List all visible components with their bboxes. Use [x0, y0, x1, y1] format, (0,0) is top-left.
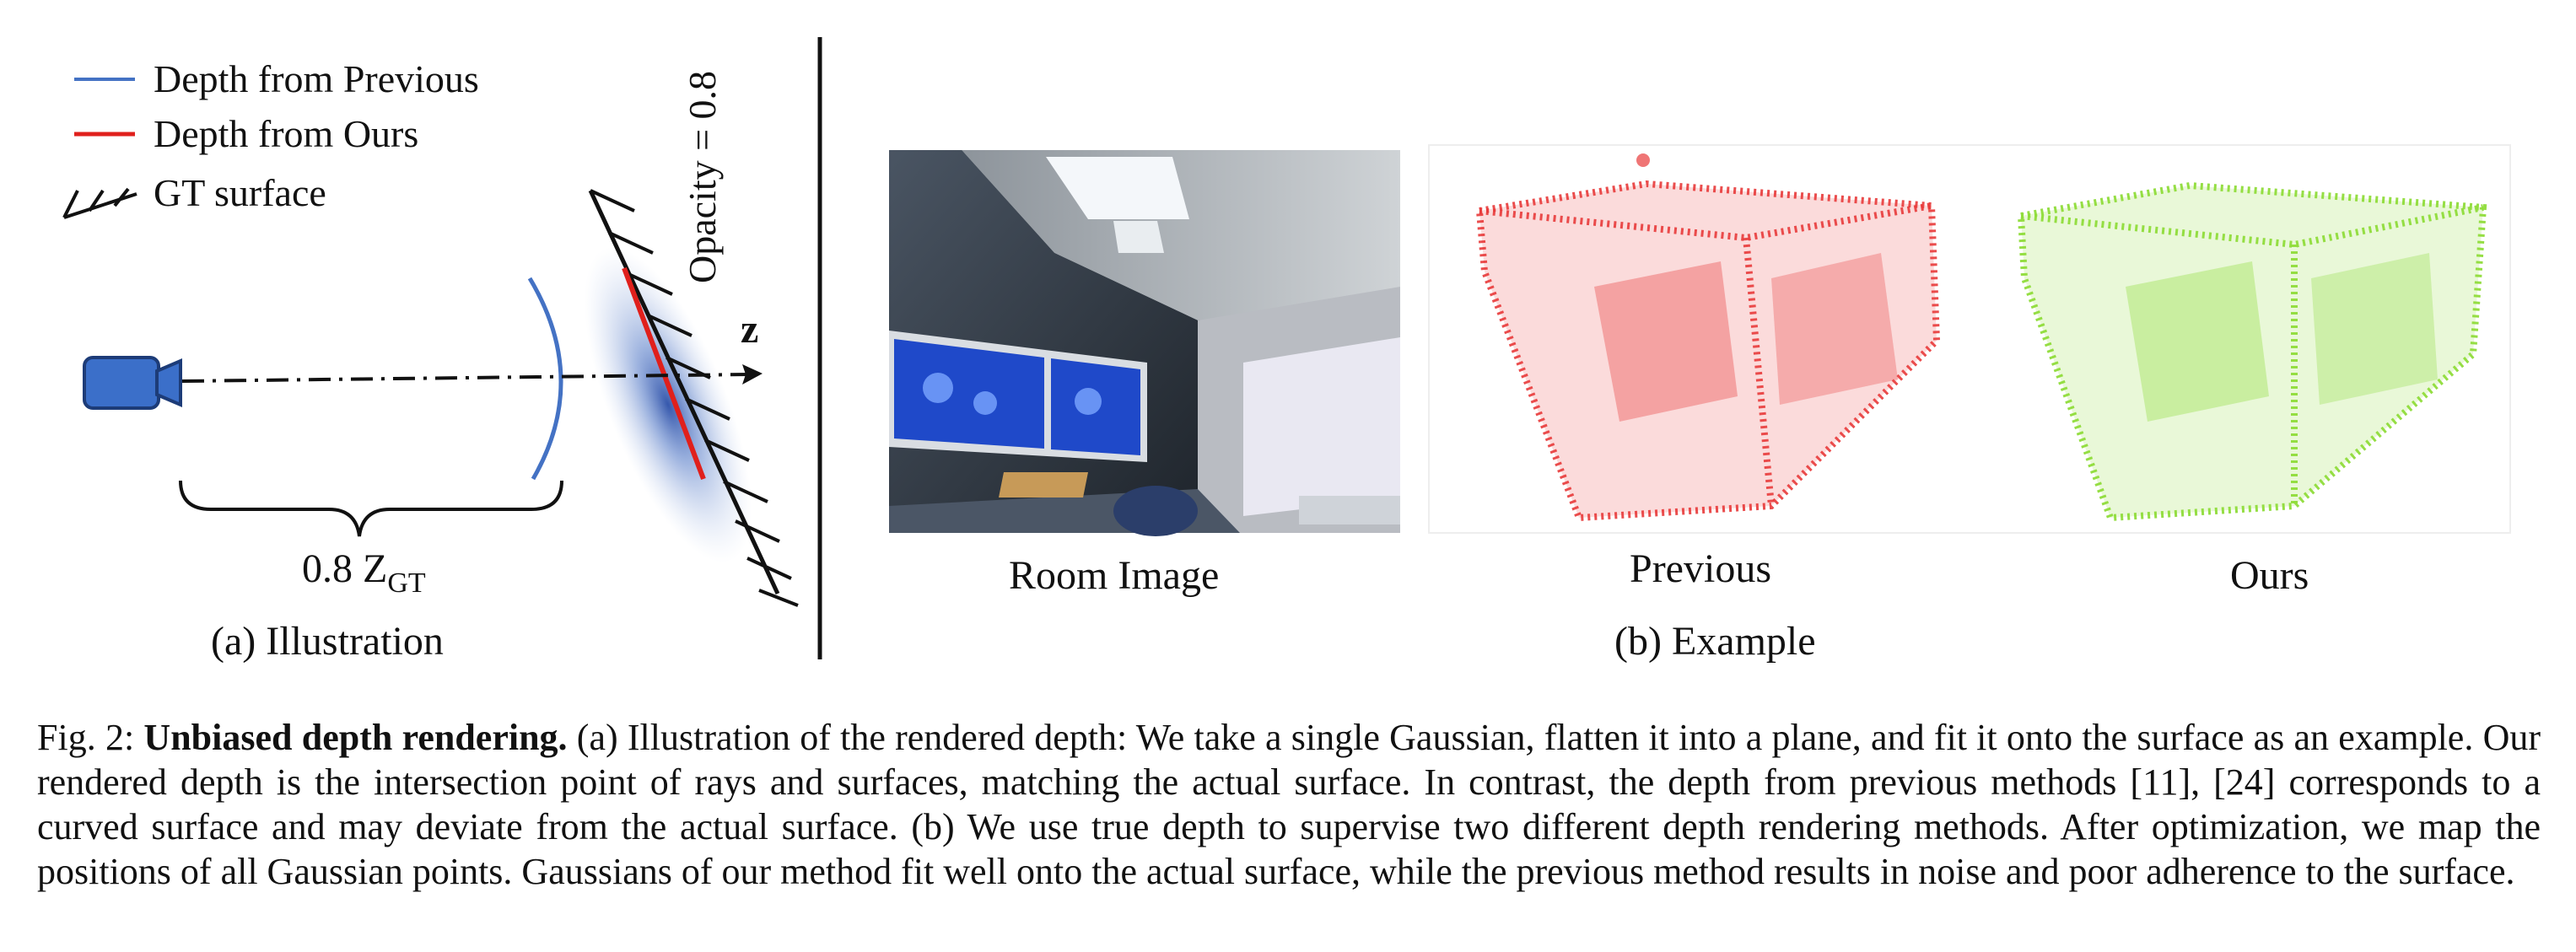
depth-ours-line — [622, 266, 706, 481]
distance-label: 0.8 ZGT — [302, 546, 426, 599]
camera-icon — [83, 356, 182, 410]
legend-previous-label: Depth from Previous — [154, 57, 479, 100]
ray-axis — [181, 373, 752, 383]
subfig-b-label: (b) Example — [1614, 619, 1816, 664]
legend-gt-hatch-icon — [62, 187, 137, 219]
ours-point-cloud — [2018, 181, 2487, 522]
gaussian-ellipse — [584, 246, 752, 563]
axis-arrow-icon — [742, 364, 763, 385]
legend-ours-label: Depth from Ours — [154, 112, 418, 155]
axis-label: z — [741, 307, 758, 352]
previous-point-cloud — [1428, 144, 2511, 534]
figure: Depth from Previous Depth from Ours GT s… — [62, 37, 2511, 664]
caption-body: (a) Illustration of the rendered depth: … — [37, 717, 2541, 892]
distance-brace — [179, 480, 563, 537]
caption-title: Unbiased depth rendering. — [143, 717, 568, 758]
previous-label: Previous — [1630, 546, 1771, 591]
depth-previous-arc — [527, 277, 563, 481]
opacity-label: Opacity = 0.8 — [681, 71, 724, 283]
legend-gt-label: GT surface — [154, 171, 326, 214]
caption-prefix: Fig. 2: — [37, 717, 135, 758]
distance-subscript: GT — [387, 567, 426, 599]
figure-caption: Fig. 2: Unbiased depth rendering. (a) Il… — [37, 715, 2541, 894]
room-image — [889, 150, 1400, 536]
room-image-label: Room Image — [1009, 553, 1219, 598]
ours-label: Ours — [2230, 553, 2309, 598]
legend: Depth from Previous Depth from Ours GT s… — [62, 57, 479, 219]
subfig-a-label: (a) Illustration — [211, 619, 444, 664]
